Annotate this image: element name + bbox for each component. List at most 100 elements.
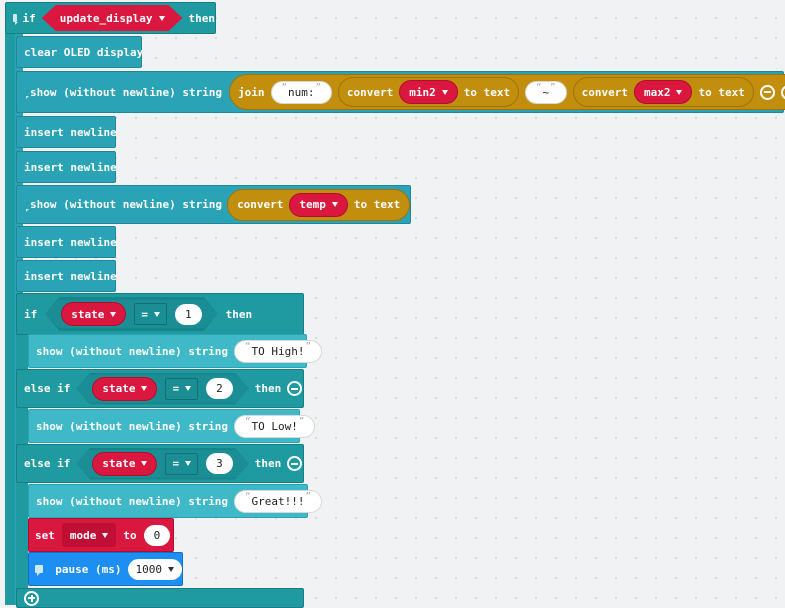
if-footer[interactable] <box>16 588 304 608</box>
high-string[interactable]: TO High! <box>234 339 322 363</box>
mode-variable[interactable]: mode <box>61 523 117 547</box>
state-variable[interactable]: state <box>92 377 157 401</box>
low-string[interactable]: TO Low! <box>234 414 316 438</box>
convert-label: convert <box>346 85 394 99</box>
operator-dropdown[interactable]: = <box>165 453 198 475</box>
show-great-block[interactable]: show (without newline) string Great!!! <box>28 484 322 518</box>
state-compare-inner[interactable]: state = 3 <box>76 450 248 478</box>
temp-variable[interactable]: temp <box>289 192 348 217</box>
then-keyword: then <box>254 382 282 395</box>
dropdown-arrow-icon[interactable] <box>441 89 448 95</box>
if-keyword: if <box>22 11 36 25</box>
mode-value[interactable]: 0 <box>143 524 171 546</box>
pause-value-dropdown[interactable]: 1000 <box>127 558 182 580</box>
show-high-block[interactable]: show (without newline) string TO High! <box>28 334 322 368</box>
state-compare-inner[interactable]: state = 2 <box>76 375 248 403</box>
max2-variable[interactable]: max2 <box>633 80 693 104</box>
show-string-label: show (without newline) string <box>30 85 223 99</box>
then-keyword: then <box>254 457 282 470</box>
show-string-label: show (without newline) string <box>36 344 229 358</box>
then-keyword: then <box>188 11 216 25</box>
insert-newline-block[interactable]: insert newline <box>16 260 117 292</box>
mode-label: mode <box>69 528 97 542</box>
set-mode-block[interactable]: set mode to 0 <box>28 518 174 552</box>
to-text-label: to text <box>698 85 745 99</box>
else-if-state-3-block[interactable]: else if state = 3 then <box>16 444 304 483</box>
num-string[interactable]: num: <box>270 80 332 104</box>
pause-block[interactable]: pause (ms) 1000 <box>28 552 183 586</box>
remove-else-if-icon[interactable] <box>287 456 303 471</box>
state-label: state <box>102 457 136 470</box>
pause-value: 1000 <box>135 562 163 576</box>
dropdown-arrow-icon[interactable] <box>168 566 174 572</box>
convert-label: convert <box>581 85 628 99</box>
state-variable[interactable]: state <box>61 302 126 326</box>
compare-value[interactable]: 2 <box>206 378 233 399</box>
operator-label: = <box>172 382 180 395</box>
show-join-block[interactable]: show (without newline) string join num: … <box>16 71 785 113</box>
dropdown-arrow-icon[interactable] <box>185 386 191 391</box>
state-compare-3[interactable]: state = 3 <box>76 448 248 480</box>
min2-variable[interactable]: min2 <box>399 80 458 104</box>
join-block[interactable]: join num: convert min2 to text ~ convert… <box>229 74 785 110</box>
else-if-keyword: else if <box>24 382 71 395</box>
update-display-variable[interactable]: update_display <box>59 11 153 25</box>
clear-oled-block[interactable]: clear OLED display <box>16 36 144 68</box>
to-text-label: to text <box>353 198 401 211</box>
remove-else-if-icon[interactable] <box>287 381 303 396</box>
operator-dropdown[interactable]: = <box>134 303 167 325</box>
convert-min2-block[interactable]: convert min2 to text <box>337 77 520 107</box>
remove-item-icon[interactable] <box>759 84 775 100</box>
compare-value[interactable]: 1 <box>175 304 202 325</box>
dropdown-arrow-icon[interactable] <box>676 89 683 95</box>
convert-temp-block[interactable]: convert temp to text <box>227 188 411 221</box>
state-label: state <box>102 382 136 395</box>
convert-label: convert <box>237 198 284 211</box>
show-string-label: show (without newline) string <box>36 419 229 433</box>
pause-label: pause (ms) <box>55 562 122 576</box>
to-text-label: to text <box>463 85 511 99</box>
dropdown-arrow-icon[interactable] <box>141 461 147 466</box>
dropdown-arrow-icon[interactable] <box>331 202 338 207</box>
add-item-icon[interactable] <box>780 84 785 100</box>
else-if-keyword: else if <box>24 457 71 470</box>
else-if-state-2-block[interactable]: else if state = 2 then <box>16 369 304 408</box>
dropdown-arrow-icon[interactable] <box>185 461 191 466</box>
show-low-block[interactable]: show (without newline) string TO Low! <box>28 409 316 443</box>
operator-dropdown[interactable]: = <box>165 378 198 400</box>
clear-oled-label: clear OLED display <box>24 45 144 59</box>
if-update-display-block[interactable]: if update_display then <box>5 2 216 34</box>
operator-label: = <box>172 457 180 470</box>
temp-label: temp <box>299 198 326 211</box>
update-display-condition[interactable]: update_display <box>42 5 183 31</box>
insert-newline-block[interactable]: insert newline <box>16 151 117 183</box>
state-variable[interactable]: state <box>92 452 157 476</box>
set-keyword: set <box>35 528 55 542</box>
tilde-string[interactable]: ~ <box>525 80 567 104</box>
dropdown-arrow-icon[interactable] <box>110 312 116 317</box>
if-state-block[interactable]: if state = 1 then <box>16 293 304 335</box>
insert-newline-block[interactable]: insert newline <box>16 226 117 258</box>
dropdown-arrow-icon[interactable] <box>141 386 147 391</box>
show-temp-block[interactable]: show (without newline) string convert te… <box>16 185 411 224</box>
state-compare-inner[interactable]: state = 1 <box>45 300 217 328</box>
max2-label: max2 <box>643 85 671 99</box>
compare-value[interactable]: 3 <box>206 453 233 474</box>
insert-newline-block[interactable]: insert newline <box>16 116 117 148</box>
state-label: state <box>71 307 105 321</box>
add-else-if-icon[interactable] <box>24 590 39 606</box>
state-compare-2[interactable]: state = 2 <box>76 373 248 405</box>
then-keyword: then <box>225 307 253 321</box>
dropdown-arrow-icon[interactable] <box>159 16 165 21</box>
state-compare-1[interactable]: state = 1 <box>45 297 217 331</box>
comment-icon[interactable] <box>13 14 18 25</box>
min2-label: min2 <box>409 85 436 99</box>
dropdown-arrow-icon[interactable] <box>154 312 160 317</box>
insert-newline-label: insert newline <box>24 235 117 249</box>
comment-icon[interactable] <box>35 565 44 576</box>
operator-label: = <box>141 307 148 321</box>
if-keyword: if <box>24 307 38 321</box>
great-string[interactable]: Great!!! <box>234 489 322 513</box>
convert-max2-block[interactable]: convert max2 to text <box>572 77 754 107</box>
dropdown-arrow-icon[interactable] <box>102 532 109 538</box>
